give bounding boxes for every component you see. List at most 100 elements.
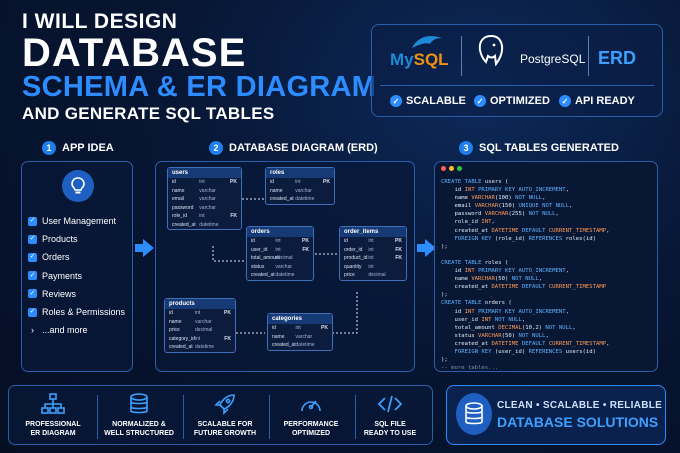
erd-table-title: order_items bbox=[340, 227, 406, 237]
field-key: FK bbox=[302, 246, 309, 253]
sql-line: created_at DATETIME DEFAULT CURRENT_TIME… bbox=[441, 340, 610, 347]
layers-icon bbox=[124, 392, 154, 416]
code-icon bbox=[375, 392, 405, 416]
field-type: int bbox=[368, 238, 374, 245]
field-name: price bbox=[344, 272, 355, 279]
field-type: varchar bbox=[199, 187, 216, 194]
app-idea-list: ✓User Management ✓Products ✓Orders ✓Paym… bbox=[28, 212, 125, 339]
checkbox-icon: ✓ bbox=[28, 289, 37, 299]
benefit-item: SQL FILE READY TO USE bbox=[348, 392, 432, 438]
erd-table-title: products bbox=[165, 299, 235, 309]
field-type: decimal bbox=[195, 327, 213, 334]
field-type: varchar bbox=[199, 196, 216, 203]
field-name: name bbox=[172, 187, 185, 194]
field-name: id bbox=[172, 179, 176, 186]
field-name: created_at bbox=[251, 272, 275, 279]
lightbulb-icon bbox=[62, 170, 94, 202]
sql-line: status VARCHAR(50) NOT NULL, bbox=[441, 332, 549, 339]
sql-line: CREATE TABLE roles ( bbox=[441, 259, 509, 266]
dolphin-icon bbox=[412, 36, 442, 48]
sql-line: ); bbox=[441, 357, 448, 364]
field-name: name bbox=[169, 318, 182, 325]
benefit-line: PROFESSIONAL bbox=[25, 421, 81, 428]
checkbox-icon: ✓ bbox=[28, 307, 37, 317]
minimize-dot-icon bbox=[449, 166, 454, 171]
erd-row: name varchar bbox=[168, 187, 241, 196]
field-name: total_amount bbox=[251, 255, 280, 262]
list-item-label: Roles & Permissions bbox=[42, 307, 126, 318]
field-key: PK bbox=[323, 179, 330, 186]
sql-line: created_at DATETIME DEFAULT CURRENT_TIME… bbox=[441, 284, 607, 291]
erd-label: ERD bbox=[598, 48, 637, 68]
field-name: product_id bbox=[344, 255, 368, 262]
list-item-label: Products bbox=[42, 234, 78, 245]
hierarchy-icon bbox=[38, 392, 68, 416]
header-title: DATABASE bbox=[22, 31, 247, 75]
field-key: PK bbox=[230, 179, 237, 186]
benefit-item: PERFORMANCE OPTIMIZED bbox=[269, 392, 353, 438]
feature-label: SCALABLE bbox=[406, 95, 466, 107]
field-type: int bbox=[199, 213, 205, 220]
sql-code-block: CREATE TABLE users ( id INT PRIMARY KEY … bbox=[441, 178, 609, 372]
section-title-text: APP IDEA bbox=[62, 142, 114, 154]
benefit-line: SCALABLE FOR bbox=[197, 421, 253, 428]
sql-line: name VARCHAR(50) NOT NULL, bbox=[441, 276, 543, 283]
field-type: int bbox=[368, 246, 374, 253]
field-type: int bbox=[275, 246, 281, 253]
sql-line: created_at DATETIME DEFAULT CURRENT_TIME… bbox=[441, 227, 610, 234]
benefit-line: PERFORMANCE bbox=[283, 421, 339, 428]
erd-table-title: orders bbox=[247, 227, 313, 237]
list-item-more: ›...and more bbox=[28, 321, 125, 339]
sql-line: FOREIGN KEY (user_id) REFERENCES users(i… bbox=[454, 348, 596, 355]
sql-panel bbox=[434, 161, 658, 372]
field-type: varchar bbox=[295, 187, 312, 194]
field-name: role_id bbox=[172, 213, 188, 220]
list-item-label: Reviews bbox=[42, 288, 77, 299]
list-item: ✓Payments bbox=[28, 267, 125, 285]
field-name: status bbox=[251, 263, 265, 270]
field-name: id bbox=[251, 238, 255, 245]
erd-table-title: roles bbox=[266, 168, 334, 178]
field-type: varchar bbox=[275, 263, 293, 270]
cta-tagline: CLEAN • SCALABLE • RELIABLE bbox=[497, 400, 663, 411]
field-type: int bbox=[295, 325, 301, 332]
logo-panel-divider bbox=[380, 85, 654, 86]
mysql-logo: MySQL bbox=[390, 36, 449, 70]
sql-more-comment: -- more tables... bbox=[441, 365, 499, 372]
elephant-icon bbox=[478, 34, 504, 66]
sql-line: id INT PRIMARY KEY AUTO_INCREMENT, bbox=[441, 268, 570, 275]
field-type: int bbox=[195, 335, 201, 342]
field-name: name bbox=[272, 333, 285, 340]
list-item: ✓User Management bbox=[28, 212, 125, 230]
feature-api-ready: ✓API READY bbox=[559, 95, 635, 107]
list-item-label: Payments bbox=[42, 270, 83, 281]
field-key: PK bbox=[395, 238, 402, 245]
step-number: 1 bbox=[42, 141, 56, 155]
mysql-logo-part-b: SQL bbox=[413, 50, 449, 69]
field-name: order_id bbox=[344, 246, 363, 253]
header-line-1: I WILL DESIGN bbox=[22, 10, 178, 33]
benefit-line: SQL FILE bbox=[374, 421, 406, 428]
list-item: ✓Orders bbox=[28, 248, 125, 266]
sql-line: ); bbox=[441, 292, 448, 299]
field-name: price bbox=[169, 327, 180, 334]
checkbox-icon: ✓ bbox=[28, 253, 37, 262]
field-type: varchar bbox=[195, 318, 212, 325]
field-type: datetime bbox=[275, 272, 295, 279]
